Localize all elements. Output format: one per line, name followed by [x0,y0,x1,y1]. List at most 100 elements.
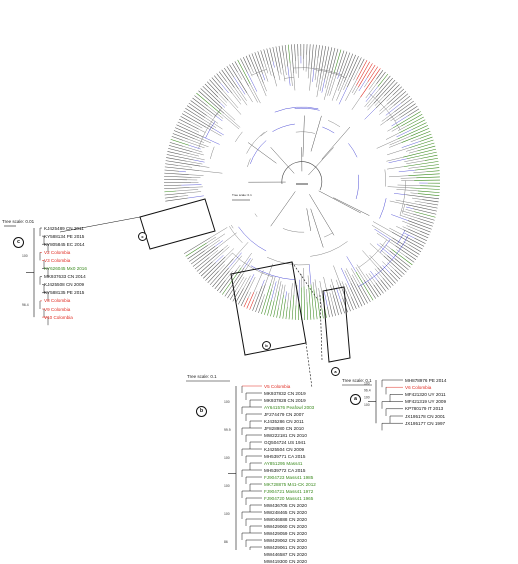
tip-label-mark [311,44,313,68]
tip-label-mark [167,154,194,159]
tip-label-mark [378,281,386,292]
branch [379,104,387,111]
backbone-branch [309,194,334,235]
tip-label-mark [209,80,228,101]
clade-arc [267,257,309,265]
branch [254,270,264,292]
tip-label-mark [217,280,225,291]
panel-c-leaf-label: KY626045 Mx0 2016 [44,266,87,271]
tip-label-mark [376,283,384,293]
panel-a-bootstrap: 100 [364,403,370,407]
branch [283,68,285,81]
panel-b-leaf-label: FJ904723 Mass41 1985 [264,475,313,480]
branch [290,63,292,86]
tip-label-mark [165,167,199,171]
branch [221,114,239,129]
tip-label-mark [327,307,329,318]
panel-b-leaf-label: GQ504724 US 1941 [264,440,306,445]
branch [341,268,350,288]
tip-label-mark [402,131,431,142]
tip-label-mark [235,61,249,86]
tip-label-mark [314,45,316,69]
tip-label-mark [240,58,247,72]
branch [247,93,253,102]
branch [396,226,403,229]
branch [249,86,258,102]
panel-a-leaf-label: JX195177 CN 1997 [405,421,445,426]
branch [179,171,186,172]
backbone-branch [319,191,361,213]
panel-b-leaf-label: MW222181 CN 2010 [264,433,307,438]
branch [377,244,395,259]
branch [190,122,202,128]
clade-arc [322,127,334,133]
clade-arc [272,124,294,132]
branch [204,110,212,116]
branch [387,167,404,170]
branch [241,253,251,268]
branch [211,227,228,237]
branch [389,106,394,110]
branch [205,240,220,251]
tip-label-mark [334,50,341,73]
tip-label-mark [401,96,410,103]
branch [366,87,378,102]
branch [176,189,198,191]
tip-label-mark [393,87,402,95]
tip-label-mark [401,114,422,126]
branch [286,291,287,299]
tip-label-mark [420,186,440,187]
branch [243,259,253,275]
clade-arc [296,132,315,134]
panel-a-leaf-label: MF421319 UY 2009 [405,399,446,404]
tip-label-mark [314,289,317,319]
tip-label-mark [427,203,438,205]
tip-label-mark [189,103,207,115]
branch [263,294,265,300]
backbone-branch [303,116,305,157]
tip-label-mark [166,161,200,166]
panel-b-leaf-label: MW419300 CN 2020 [264,559,307,564]
clade-arc [255,214,257,217]
tip-label-mark [426,171,439,172]
tip-label-mark [329,48,334,70]
branch [386,157,403,161]
tip-label-mark [403,230,427,241]
branch [392,126,402,131]
branch [283,285,285,295]
tip-label-mark [258,51,264,67]
panel-b-bootstrap: 100 [224,400,230,404]
branch [284,56,287,75]
branch [234,77,245,94]
panel-b-bootstrap: 99.9 [224,428,231,432]
branch [370,271,377,280]
branch [373,222,392,233]
panel-b-leaf-label: MW248465 CN 2020 [264,510,307,515]
branch [189,154,199,156]
branch [273,62,274,68]
clade-arc [229,226,242,243]
branch [192,152,204,155]
branch [399,170,415,172]
branch [403,227,409,229]
branch [237,265,241,270]
branch [251,67,254,73]
branch [188,196,204,198]
branch [353,69,359,80]
tip-label-mark [418,194,439,196]
tip-label-mark [414,212,435,218]
panel-b-leaf-label: JF828980 CN 2010 [264,426,304,431]
branch [386,103,401,115]
tip-label-mark [282,45,283,55]
branch [313,68,314,82]
branch [380,121,386,126]
branch [404,233,414,238]
branch [320,281,323,297]
branch [413,172,426,173]
tip-label-mark [406,205,436,212]
panel-b-leaf-label: MW436705 CN 2020 [264,503,307,508]
branch [263,74,265,81]
tip-label-mark [333,295,338,315]
panel-a-leaf-label: JX195178 CN 2001 [405,414,445,419]
clade-arc [348,143,357,157]
